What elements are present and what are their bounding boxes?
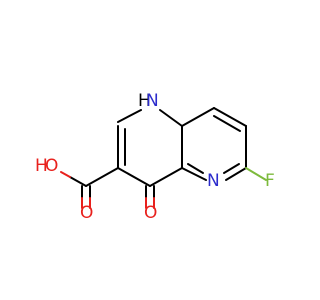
bond-c8-c7-double	[213, 115, 241, 132]
bond-n5-c4a	[181, 167, 207, 181]
bond-carboxyl-c-oh	[69, 176, 87, 187]
bond-c3-c4	[117, 167, 151, 187]
bond-c8a-c8	[181, 107, 215, 127]
bond-carboxyl-oh-color	[60, 171, 71, 178]
bond-c6-n5-double	[223, 163, 240, 174]
nh-h-label: H	[138, 91, 151, 111]
ketone-o-label: O	[144, 203, 157, 223]
bond-n5-c4a-double	[187, 163, 204, 174]
pyridine-n-label: N	[207, 171, 220, 191]
nh-n-label: N	[146, 91, 159, 111]
bond-c3-carboxyl-c	[85, 167, 119, 187]
hydroxyl-o-label: O	[45, 156, 58, 176]
bond-c4-c4a	[149, 167, 183, 187]
bond-c6-f	[245, 167, 267, 181]
bond-c8a-n1	[159, 109, 183, 127]
molecule-structure: H N N F H O O O	[35, 91, 275, 223]
bond-n1-c2	[117, 109, 142, 123]
hydroxyl-h-label: H	[35, 156, 48, 176]
fluorine-label: F	[265, 171, 275, 191]
acid-carbonyl-o-label: O	[80, 203, 93, 223]
bond-c8-c7	[213, 107, 247, 127]
bond-c6-n5	[225, 167, 247, 181]
